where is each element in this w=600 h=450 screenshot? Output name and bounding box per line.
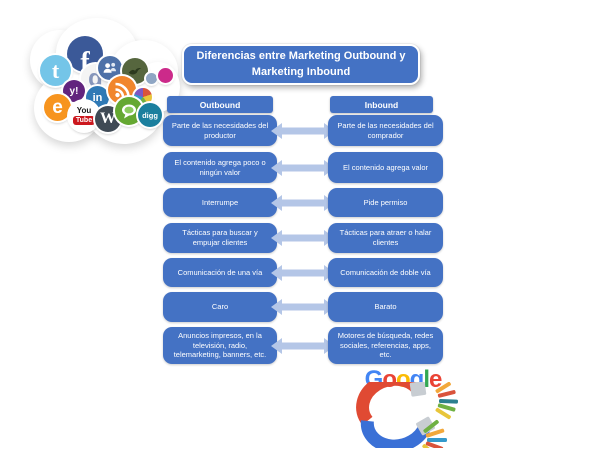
inbound-box: Motores de búsqueda, redes sociales, ref…	[328, 327, 443, 364]
outbound-box: Anuncios impresos, en la televisión, rad…	[163, 327, 277, 364]
comparison-row-5: Comunicación de una vía Comunicación de …	[0, 258, 600, 287]
inbound-box: Comunicación de doble vía	[328, 258, 443, 287]
title-line-1: Diferencias entre Marketing Outbound y	[196, 49, 406, 62]
dot-magenta-icon	[158, 68, 173, 83]
outbound-box: Parte de las necesidades del productor	[163, 115, 277, 146]
digg-icon: digg	[138, 103, 162, 127]
outbound-box: El contenido agrega poco o ningún valor	[163, 152, 277, 183]
magnet-icon	[344, 382, 466, 448]
outbound-box: Caro	[163, 292, 277, 322]
double-arrow-icon	[271, 159, 335, 177]
double-arrow-icon	[271, 229, 335, 247]
google-letter: l	[423, 366, 430, 393]
youtube-tube-label: Tube	[72, 116, 96, 125]
dot-blue-icon	[146, 73, 157, 84]
double-arrow-icon	[271, 194, 335, 212]
comparison-row-2: El contenido agrega poco o ningún valor …	[0, 152, 600, 183]
inbound-box: Parte de las necesidades del comprador	[328, 115, 443, 146]
comparison-row-6: Caro Barato	[0, 292, 600, 322]
youtube-icon: You Tube	[69, 101, 99, 131]
comparison-row-3: Interrumpe Pide permiso	[0, 188, 600, 217]
page-title: Diferencias entre Marketing Outbound y M…	[182, 44, 420, 85]
double-arrow-icon	[271, 264, 335, 282]
twitter-icon: t	[40, 55, 71, 86]
inbound-box: Tácticas para atraer o halar clientes	[328, 223, 443, 253]
comparison-row-1: Parte de las necesidades del productor P…	[0, 115, 600, 146]
inbound-column-header: Inbound	[330, 96, 433, 113]
double-arrow-icon	[271, 122, 335, 140]
attracted-pins	[422, 382, 459, 448]
yahoo-icon: y!	[63, 80, 85, 102]
comparison-row-4: Tácticas para buscar y empujar clientes …	[0, 223, 600, 253]
title-line-2: Marketing Inbound	[251, 65, 351, 78]
comparison-row-7: Anuncios impresos, en la televisión, rad…	[0, 327, 600, 364]
outbound-box: Interrumpe	[163, 188, 277, 217]
outbound-column-header: Outbound	[167, 96, 273, 113]
inbound-box: Barato	[328, 292, 443, 322]
double-arrow-icon	[271, 337, 335, 355]
inbound-box: El contenido agrega valor	[328, 152, 443, 183]
google-letter: e	[429, 366, 442, 393]
outbound-box: Comunicación de una vía	[163, 258, 277, 287]
inbound-box: Pide permiso	[328, 188, 443, 217]
outbound-box: Tácticas para buscar y empujar clientes	[163, 223, 277, 253]
social-media-cloud: f t g y! in e You Tube W digg	[28, 18, 180, 152]
double-arrow-icon	[271, 298, 335, 316]
email-icon: e	[44, 94, 71, 121]
youtube-you-label: You	[76, 106, 92, 115]
